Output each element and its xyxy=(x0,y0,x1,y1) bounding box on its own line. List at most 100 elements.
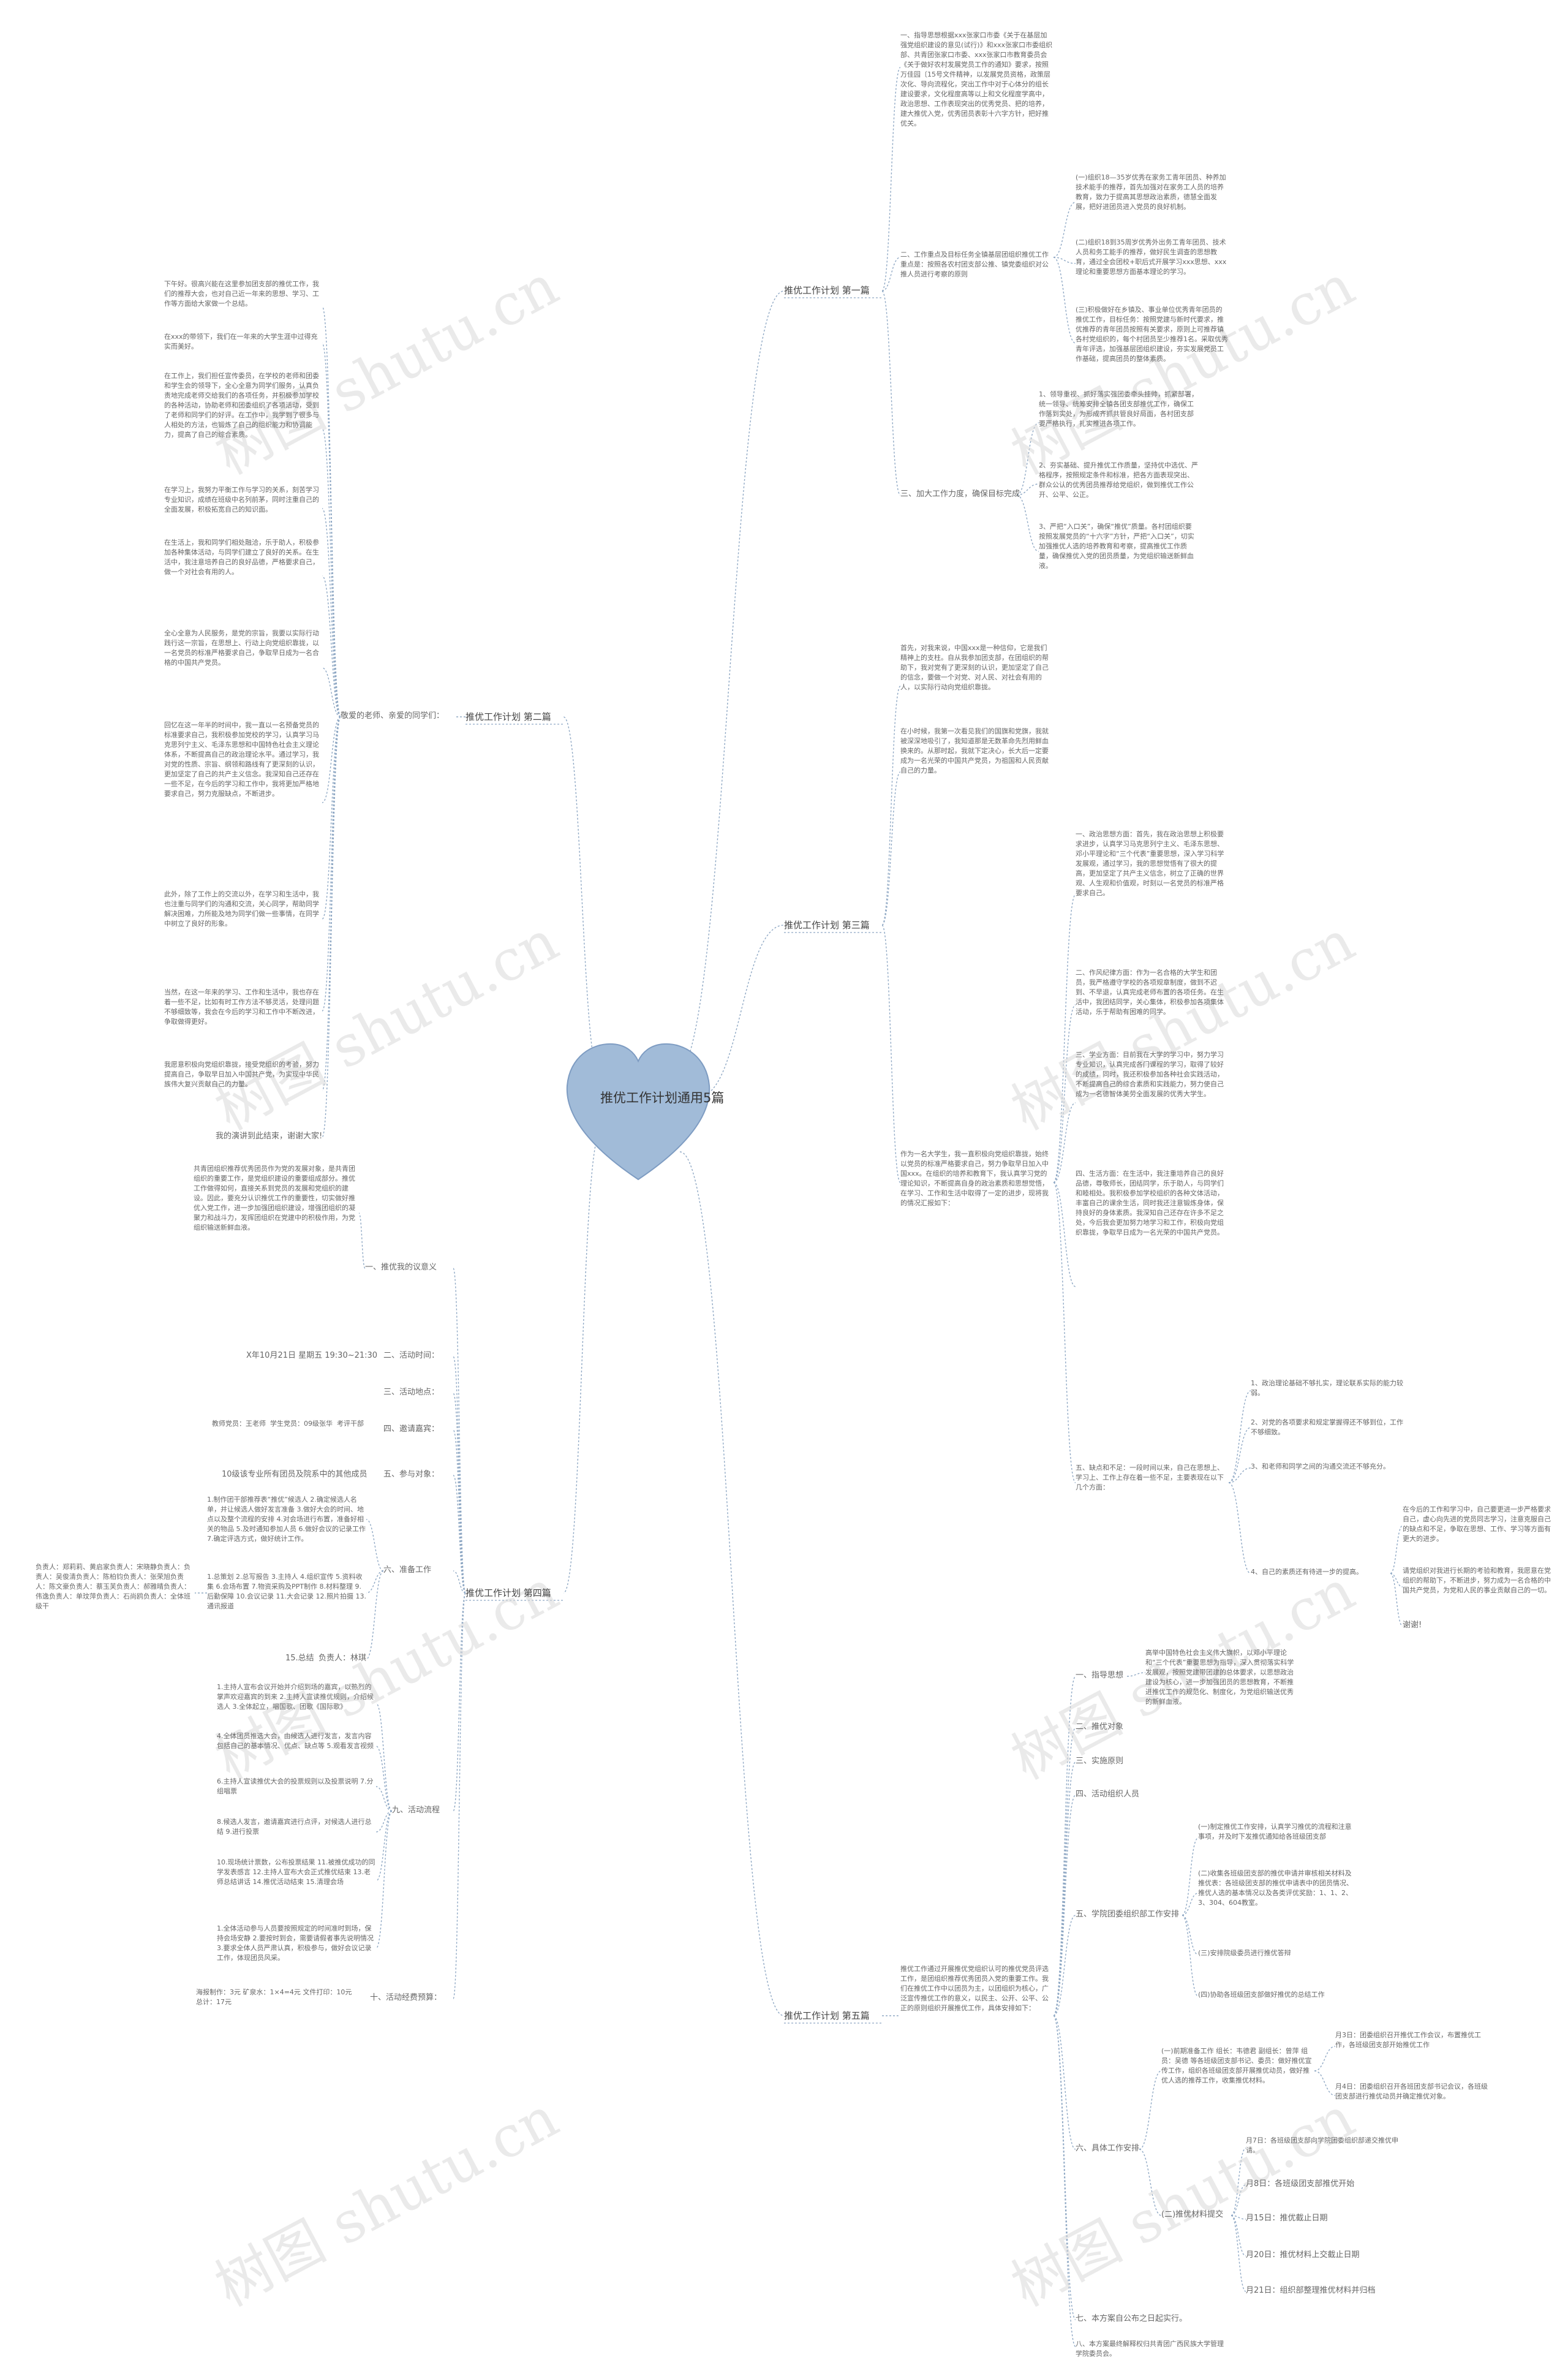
connector-line xyxy=(1053,1102,1076,1183)
connector-line xyxy=(1231,2184,1246,2216)
connector-line xyxy=(1016,494,1039,552)
b5-item-6-b1: 月7日：各班级团支部向学院团委组织部递交推优申请。 xyxy=(1246,2136,1398,2154)
connector-line xyxy=(1139,2149,1162,2216)
connector-line xyxy=(1053,2015,1076,2150)
b5-item-5-a: (一)制定推优工作安排，认真学习推优的流程和注意事项，并及时下发推优通知给各班级… xyxy=(1198,1823,1352,1841)
b3-shortcoming-3: 3、和老师和同学之间的沟通交流还不够充分。 xyxy=(1251,1462,1390,1470)
b4-item-2: 二、活动时间： xyxy=(383,1351,440,1360)
connector-line xyxy=(1182,1915,1199,1955)
connector-line xyxy=(358,1213,366,1269)
connector-line xyxy=(1228,1390,1251,1483)
b4-item-5: 五、参与对象： xyxy=(383,1470,440,1479)
b3-section-1: 一、政治思想方面：首先，我在政治思想上积极要求进步，认真学习马克思列宁主义、毛泽… xyxy=(1076,830,1224,897)
b5-item-7: 七、本方案自公布之日起实行。 xyxy=(1076,2314,1188,2323)
b2-para-9: 当然，在这一年来的学习、工作和生活中，我也存在着一些不足，比如有时工作方法不够灵… xyxy=(164,988,319,1026)
b5-item-5: 五、学院团委组织部工作安排 xyxy=(1076,1910,1180,1919)
branch-3[interactable]: 推优工作计划 第三篇 xyxy=(784,920,870,931)
connector-line xyxy=(453,1592,466,1999)
b1-guiding-thought: 一、指导思想根据xxx张家口市委《关于在基层加强党组织建设的意见(试行)》和xx… xyxy=(900,31,1053,127)
connector-line xyxy=(698,925,785,1097)
connector-line xyxy=(1314,2070,1336,2096)
b3-request: 请党组织对我进行长期的考验和教育，我愿意在党组织的帮助下，不断进步，努力成为一名… xyxy=(1403,1567,1551,1594)
branch-1[interactable]: 推优工作计划 第一篇 xyxy=(784,285,870,296)
connector-line xyxy=(1228,1427,1251,1483)
b4-item-2-text: X年10月21日 星期五 19:30~21:30 xyxy=(246,1351,378,1360)
connector-line xyxy=(322,667,341,717)
connector-line xyxy=(1016,483,1039,496)
b5-item-8: 八、本方案最终解释权归共青团广西民族大学管理学院委员会。 xyxy=(1076,2340,1224,2358)
b1-strengthen-work: 三、加大工作力度，确保目标完成 xyxy=(900,490,1020,499)
connector-line xyxy=(1390,1525,1403,1574)
connector-line xyxy=(453,1356,466,1594)
connector-line xyxy=(881,686,901,926)
connector-line xyxy=(453,1570,466,1594)
b1-strengthen-item-3: 3、严把“入口关”，确保“推优”质量。各村团组织要按照发展党员的“十六字”方针，… xyxy=(1039,523,1194,570)
b4-item-9-a: 1.主持人宣布会议开始并介绍到场的嘉宾，以热烈的掌声欢迎嘉宾的到来 2.主持人宣… xyxy=(217,1683,374,1711)
connector-line xyxy=(366,1570,384,1660)
b4-item-9-b: 4.全体团员推选大会，由候选人进行发言，发言内容包括自己的基本情况、优点、缺点等… xyxy=(217,1732,374,1750)
connector-line xyxy=(375,1746,393,1812)
b4-item-4-text: 教师党员：王老师 学生党员：09级张华 考评干部 xyxy=(212,1420,364,1428)
center-topic[interactable]: 推优工作计划通用5篇 xyxy=(600,1091,725,1105)
connector-line xyxy=(1053,1182,1076,1287)
connector-line xyxy=(1139,2070,1162,2150)
connector-line xyxy=(375,1786,393,1812)
b2-para-4: 在学习上，我努力平衡工作与学习的关系，刻苦学习专业知识，成绩在班级中名列前茅，同… xyxy=(164,486,319,513)
connector-line xyxy=(453,1475,466,1594)
connector-line xyxy=(1231,2215,1246,2257)
connector-line xyxy=(375,1703,393,1812)
connector-line xyxy=(1231,2215,1246,2220)
b5-item-4: 四、活动组织人员 xyxy=(1076,1790,1140,1799)
b4-item-9-d: 8.候选人发言，邀请嘉宾进行点评，对候选人进行总结 9.进行投票 xyxy=(217,1818,372,1836)
connector-line xyxy=(322,716,341,1138)
b2-para-3: 在工作上，我们担任宣传委员，在学校的老师和团委和学生会的领导下，全心全意为同学们… xyxy=(164,372,319,439)
b4-item-1: 一、推优我的议意义 xyxy=(365,1263,437,1272)
connector-line xyxy=(563,1133,601,1594)
connector-line xyxy=(453,1268,466,1594)
connector-line xyxy=(1053,894,1076,1183)
connector-line xyxy=(322,575,341,717)
b4-item-9: 九、活动流程 xyxy=(392,1806,440,1815)
connector-line xyxy=(453,1429,466,1594)
connector-line xyxy=(366,1570,384,1594)
b1-focus-item-1: (一)组织18—35岁优秀在家务工青年团员、种养加技术能手的推荐，首先加强对在家… xyxy=(1076,173,1226,211)
connector-line xyxy=(322,342,341,717)
b3-para-2: 在小时候，我第一次看见我们的国旗和党旗，我就被深深地吸引了，我知道那是无数革命先… xyxy=(900,727,1049,774)
connector-line xyxy=(881,67,901,292)
connector-line xyxy=(1182,1837,1199,1916)
branch-5[interactable]: 推优工作计划 第五篇 xyxy=(784,2010,870,2021)
branch-2[interactable]: 推优工作计划 第二篇 xyxy=(466,711,551,722)
connector-line xyxy=(322,716,341,1091)
connector-line xyxy=(322,428,341,717)
connector-line xyxy=(322,716,341,920)
b4-item-4: 四、邀请嘉宾： xyxy=(383,1424,440,1434)
b2-para-10: 我愿意积极向党组织靠拢，接受党组织的考验，努力提高自己，争取早日加入中国共产党，… xyxy=(164,1061,319,1088)
b5-item-3: 三、实施原则 xyxy=(1076,1757,1124,1766)
b5-item-6-a2: 月4日：团委组织召开各班团支部书记会议，各班级团支部进行推优动员并确定推优对象。 xyxy=(1335,2083,1488,2100)
center-heart-shape[interactable] xyxy=(565,1042,712,1182)
b4-item-6-b: 1.总策划 2.总写报告 3.主持人 4.组织宣传 5.资料收集 6.会场布置 … xyxy=(207,1573,366,1610)
b2-para-6: 全心全意为人民服务，是党的宗旨，我要以实际行动践行这一宗旨，在思想上、行动上向党… xyxy=(164,629,319,667)
b3-para-1: 首先，对我来说，中国xxx是一种信仰，它是我们精神上的支柱。自从我参加团支部，在… xyxy=(900,644,1049,691)
connector-line xyxy=(1182,1893,1199,1916)
b3-section-5: 五、缺点和不足：一段时间以来，自己在思想上、学习上、工作上存在着一些不足，主要表… xyxy=(1076,1464,1224,1491)
branch-4[interactable]: 推优工作计划 第四篇 xyxy=(466,1587,551,1599)
connector-line xyxy=(1053,1182,1076,1483)
connector-line xyxy=(366,1519,384,1572)
connector-line xyxy=(1228,1482,1251,1574)
b4-item-6-d: 15.总结 xyxy=(285,1654,314,1663)
b3-section-2: 二、作风纪律方面：作为一名合格的大学生和团员，我严格遵守学校的各项规章制度，做到… xyxy=(1076,969,1224,1016)
b5-item-6-b4: 月20日：推优材料上交截止日期 xyxy=(1246,2250,1360,2260)
connector-line xyxy=(453,1393,466,1594)
connector-line xyxy=(1053,2015,1076,2347)
b1-focus-item-3: (三)积极做好在乡镇及、事业单位优秀青年团员的推优工作，目标任务：按照党建与新时… xyxy=(1076,306,1228,363)
b4-item-6-c: 负责人：郑莉莉、黄启家负责人：宋晓静负责人：负责人：吴俊清负责人：陈柏钧负责人：… xyxy=(36,1563,190,1610)
connector-line xyxy=(1053,257,1076,344)
b2-closing: 我的演讲到此结束，谢谢大家! xyxy=(216,1132,323,1141)
connector-line xyxy=(673,290,785,1079)
b5-item-1-text: 高举中国特色社会主义伟大旗帜，以邓小平理论和“三个代表”重要思想为指导，深入贯彻… xyxy=(1145,1649,1294,1706)
b4-item-1-text: 共青团组织推荐优秀团员作为党的发展对象，是共青团组织的重要工作，是党组织建设的重… xyxy=(194,1165,355,1232)
b3-shortcoming-2: 2、对党的各项要求和规定掌握得还不够到位，工作不够细致。 xyxy=(1251,1418,1403,1436)
b3-shortcoming-4: 4、自己的素质还有待进一步的提高。 xyxy=(1251,1568,1363,1576)
connector-line xyxy=(881,257,901,292)
